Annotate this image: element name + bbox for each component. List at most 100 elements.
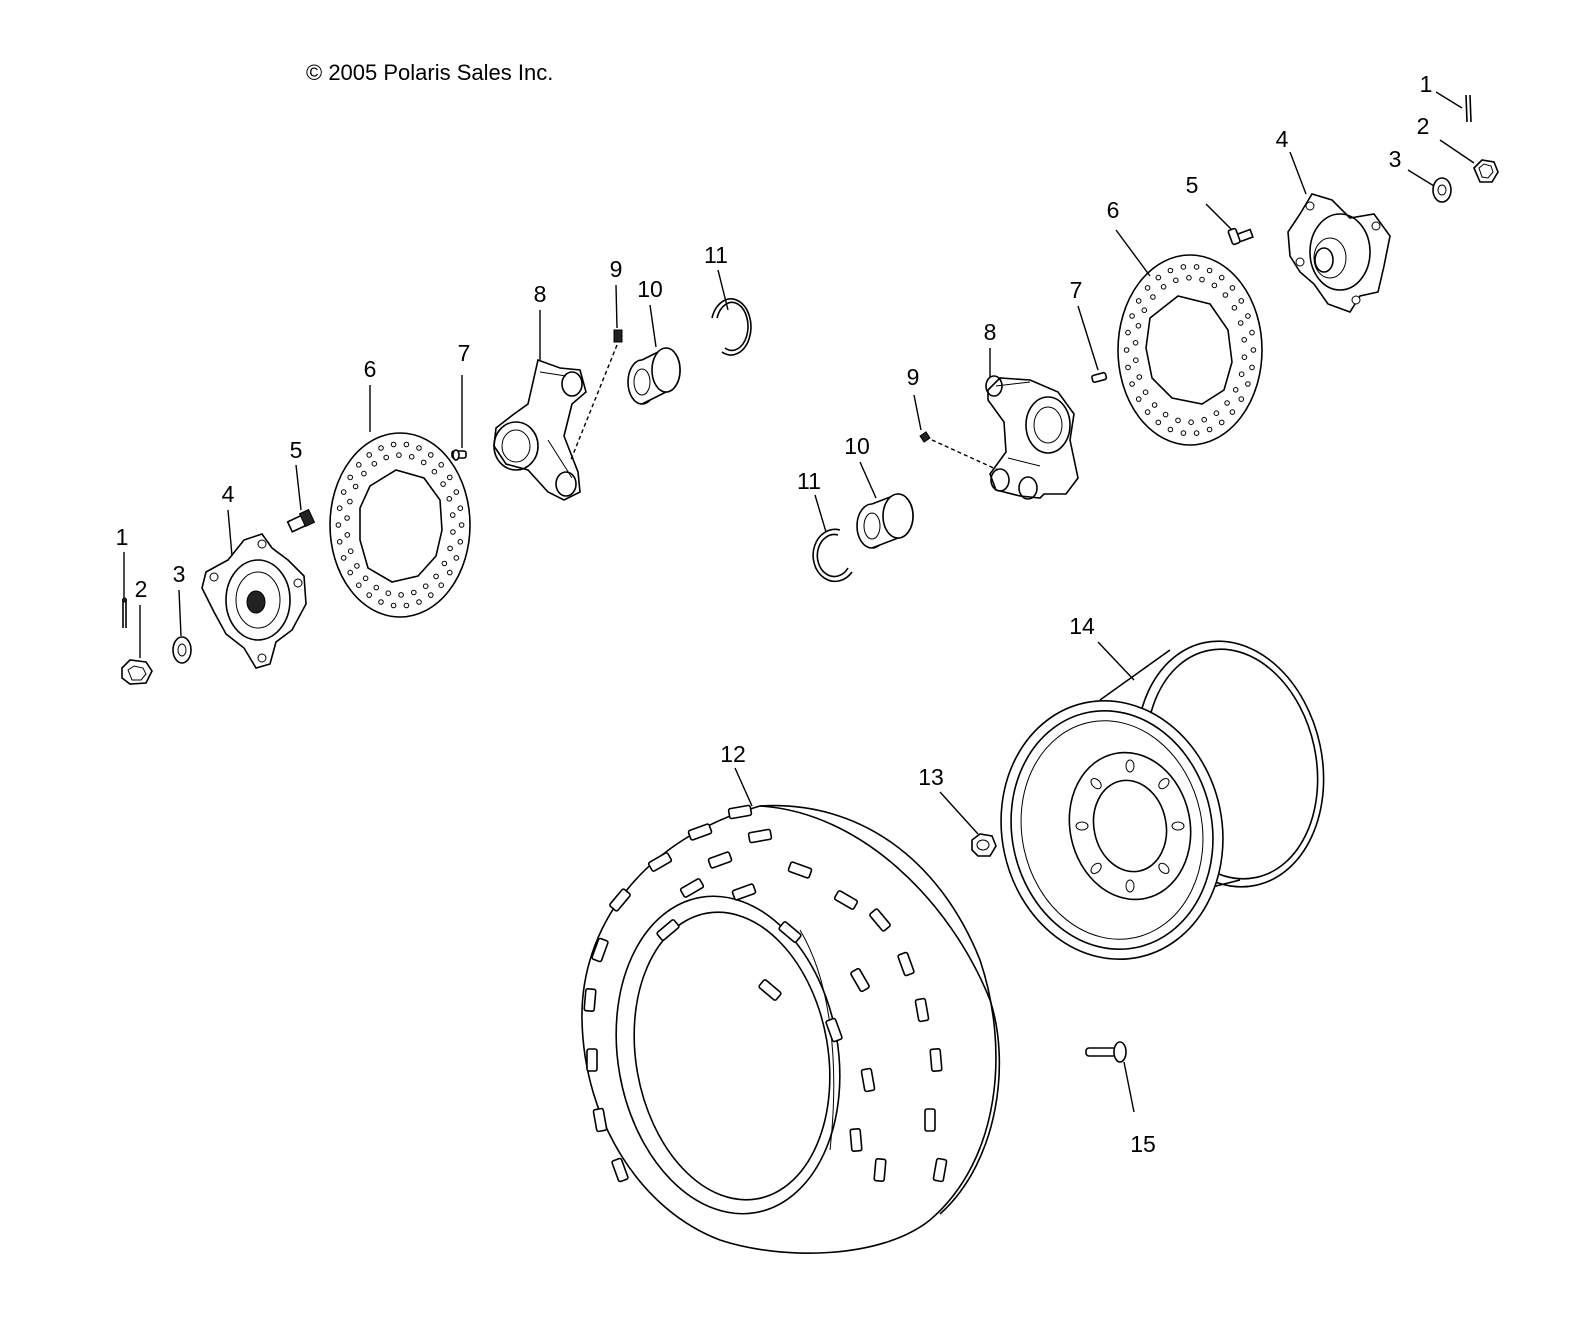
cotter-pin-right xyxy=(1465,94,1472,123)
disc-hole xyxy=(336,539,343,545)
valve-stem xyxy=(1085,1041,1127,1063)
callout-left-2: 2 xyxy=(135,576,148,602)
disc-hole xyxy=(1173,277,1179,284)
disc-hole xyxy=(447,474,453,481)
disc-hole xyxy=(356,462,362,468)
rim-slot xyxy=(1171,821,1185,831)
disc-hole xyxy=(1133,357,1139,364)
disc-hole xyxy=(1201,416,1207,423)
disc-hole xyxy=(356,582,362,589)
disc-hole xyxy=(428,452,434,458)
disc-hole xyxy=(438,582,445,589)
steering-knuckle-left xyxy=(493,358,587,501)
callout-left-3: 3 xyxy=(173,561,186,587)
tire-tread-lug xyxy=(727,804,753,820)
callout-left-7: 7 xyxy=(458,340,471,366)
disc-hole xyxy=(1167,426,1174,433)
disc-hole xyxy=(396,452,402,458)
disc-hole xyxy=(1241,337,1247,343)
disc-hole xyxy=(1129,313,1135,319)
cotter-pin-left xyxy=(122,597,127,628)
callout-right-6: 6 xyxy=(1107,197,1120,223)
tire-tread-lug xyxy=(731,883,757,901)
disc-hole xyxy=(390,602,397,609)
disc-hole xyxy=(1218,419,1225,426)
disc-hole xyxy=(362,575,369,582)
disc-hole xyxy=(438,462,445,468)
wheel-rim xyxy=(1000,640,1325,960)
washer-right xyxy=(1432,177,1452,203)
disc-hole xyxy=(422,583,429,590)
tire-tread-lug xyxy=(873,1157,887,1183)
disc-hole xyxy=(441,560,448,567)
tire-tread-lug xyxy=(707,851,733,869)
disc-hole xyxy=(1155,274,1162,281)
rim-slot xyxy=(1090,778,1102,790)
wheel-bearing-left xyxy=(627,347,681,405)
disc-hole xyxy=(1218,274,1225,281)
castle-nut-left xyxy=(121,659,153,685)
disc-hole xyxy=(371,461,378,467)
castle-nut-right xyxy=(1473,159,1499,183)
disc-hole xyxy=(1224,400,1230,406)
disc-hole xyxy=(1206,426,1213,433)
disc-hole xyxy=(1232,387,1239,393)
callout-left-8: 8 xyxy=(534,281,547,307)
hub-left xyxy=(201,533,307,669)
tire-tread-lug xyxy=(592,1107,608,1133)
disc-hole xyxy=(403,441,410,448)
disc-hole xyxy=(1238,371,1245,378)
tire-tread-lug xyxy=(932,1157,948,1183)
callout-left-9: 9 xyxy=(610,256,623,282)
snap-ring-right xyxy=(812,528,853,583)
rim-slot xyxy=(1075,821,1089,831)
disc-hole xyxy=(403,602,410,609)
disc-hole xyxy=(1188,419,1194,426)
disc-hole xyxy=(1186,275,1192,281)
callout-left-4: 4 xyxy=(222,481,235,507)
tire xyxy=(581,804,1001,1254)
disc-hole xyxy=(1125,364,1131,371)
tire-tread-lug xyxy=(656,919,680,941)
disc-hole xyxy=(1135,396,1142,402)
disc-hole xyxy=(411,589,417,596)
disc-hole xyxy=(1136,374,1143,380)
callout-nut-13: 13 xyxy=(918,764,944,790)
disc-hole xyxy=(1180,430,1187,436)
disc-hole xyxy=(453,489,460,495)
tire-tread-lug xyxy=(833,890,859,910)
disc-hole xyxy=(1144,409,1151,415)
disc-hole xyxy=(450,529,456,535)
disc-hole xyxy=(458,522,465,528)
tire-tread-lug xyxy=(747,828,773,844)
disc-hole xyxy=(347,548,354,555)
disc-hole xyxy=(378,599,384,605)
disc-hole xyxy=(447,545,453,552)
tire-tread-lug xyxy=(611,1157,629,1183)
tire-tread-lug xyxy=(609,888,631,912)
tire-tread-lug xyxy=(679,878,705,898)
copyright-notice: © 2005 Polaris Sales Inc. xyxy=(306,60,553,85)
disc-hole xyxy=(1135,323,1142,329)
disc-hole xyxy=(352,483,359,490)
hub-right xyxy=(1287,193,1391,313)
disc-hole xyxy=(1142,389,1149,396)
disc-hole xyxy=(1180,264,1187,270)
tire-tread-lug xyxy=(914,997,930,1023)
disc-hole xyxy=(1237,320,1244,326)
disc-hole xyxy=(1245,381,1251,387)
disc-hole xyxy=(1238,298,1245,304)
tire-tread-lug xyxy=(787,861,813,879)
disc-hole xyxy=(447,569,453,576)
disc-hole xyxy=(1162,411,1169,418)
callout-left-6: 6 xyxy=(364,356,377,382)
tire-tread-lug xyxy=(591,937,609,963)
disc-hole xyxy=(1245,313,1251,319)
disc-hole xyxy=(1222,292,1229,298)
disc-hole xyxy=(385,590,392,597)
disc-hole xyxy=(398,592,404,598)
disc-hole xyxy=(1144,285,1151,291)
disc-hole xyxy=(431,468,438,475)
disc-hole xyxy=(428,592,434,598)
disc-hole xyxy=(361,470,367,477)
